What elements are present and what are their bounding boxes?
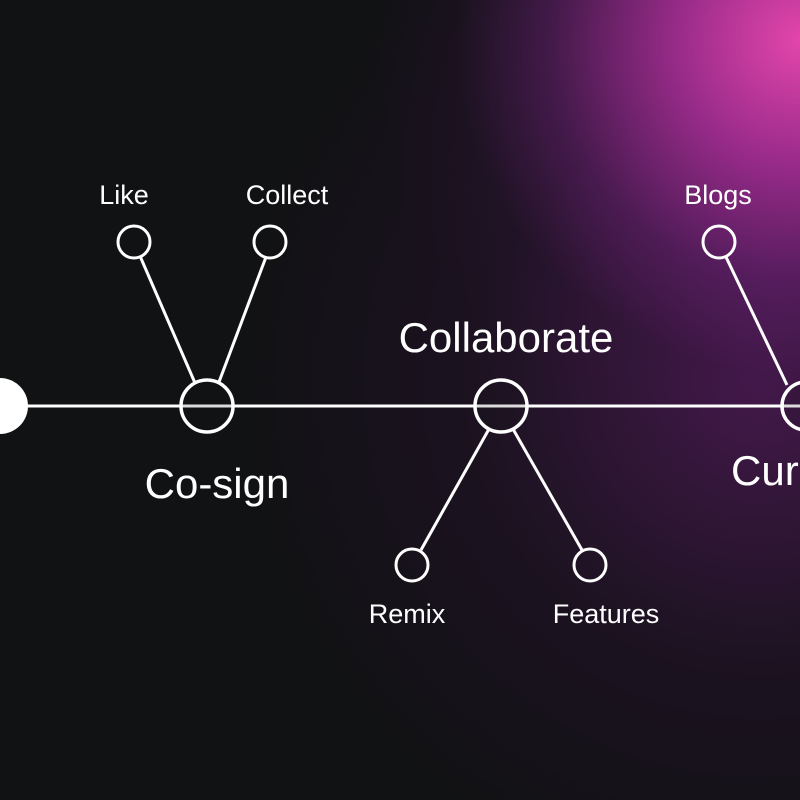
label-features: Features bbox=[553, 599, 660, 629]
edge-cosign-collect bbox=[217, 256, 268, 383]
edge-cosign-like bbox=[138, 255, 197, 384]
label-collaborate: Collaborate bbox=[399, 314, 614, 361]
label-collect: Collect bbox=[246, 180, 329, 210]
label-cosign: Co-sign bbox=[145, 460, 290, 507]
node-like bbox=[116, 224, 152, 260]
node-cosign bbox=[179, 378, 235, 434]
node-collect bbox=[252, 224, 288, 260]
label-like: Like bbox=[99, 180, 149, 210]
edge-curate-blogs bbox=[724, 256, 789, 386]
node-blogs bbox=[701, 224, 737, 260]
node-features bbox=[572, 547, 608, 583]
node-collaborate bbox=[473, 378, 529, 434]
label-blogs: Blogs bbox=[684, 180, 752, 210]
node-curate bbox=[780, 380, 800, 432]
label-curate: Curate bbox=[731, 447, 800, 494]
edge-collaborate-features bbox=[511, 428, 584, 551]
node-remix bbox=[394, 547, 430, 583]
edge-collaborate-remix bbox=[419, 428, 491, 551]
timeline-start-node bbox=[0, 378, 28, 434]
label-remix: Remix bbox=[369, 599, 446, 629]
